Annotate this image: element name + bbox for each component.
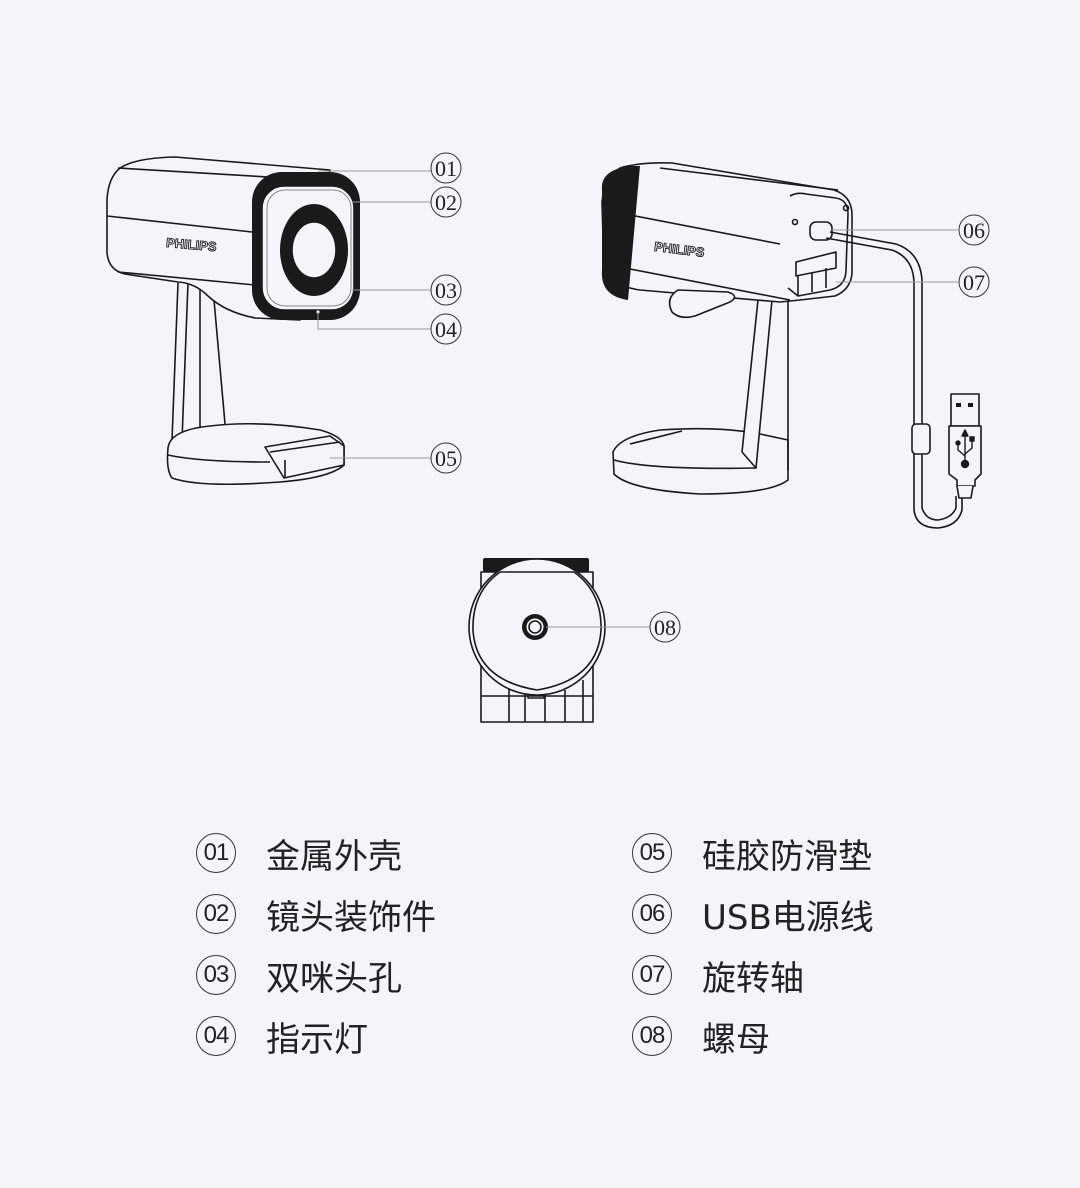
rear-base [612, 427, 789, 495]
rear-brand-mark: PHILIPS [653, 239, 705, 260]
front-leader-lines [317, 170, 432, 459]
usb-cable [825, 231, 963, 529]
callout-02: 02 [430, 186, 462, 218]
callout-02-label: 02 [435, 190, 457, 215]
usb-symbol-icon [955, 429, 975, 469]
tripod-nut [522, 614, 548, 640]
callout-08-label: 08 [654, 615, 676, 640]
rear-housing: PHILIPS [601, 162, 853, 319]
legend-label: 旋转轴 [702, 958, 804, 999]
callout-01-label: 01 [435, 156, 457, 181]
callout-07: 07 [958, 266, 990, 298]
legend-number: 08 [632, 1016, 672, 1056]
legend-item: 01 金属外壳 [196, 828, 402, 878]
usb-port [809, 221, 833, 241]
legend-item: 07 旋转轴 [632, 950, 804, 1000]
legend-number: 01 [196, 833, 236, 873]
legend-label: 双咪头孔 [266, 958, 402, 999]
callout-01: 01 [430, 152, 462, 184]
legend-item: 06 USB电源线 [632, 889, 874, 939]
callout-04-label: 04 [435, 317, 457, 342]
callout-04: 04 [430, 313, 462, 345]
front-brand-mark: PHILIPS [165, 235, 217, 254]
legend-label: 镜头装饰件 [266, 897, 436, 938]
legend-label: 指示灯 [266, 1019, 368, 1060]
legend-number: 06 [632, 894, 672, 934]
bottom-view-webcam [468, 558, 606, 723]
front-base [166, 422, 345, 486]
callout-03-label: 03 [435, 278, 457, 303]
front-lens [291, 221, 337, 279]
cable-ferrite [911, 423, 931, 455]
legend-item: 03 双咪头孔 [196, 950, 402, 1000]
callout-03: 03 [430, 274, 462, 306]
front-view-webcam: PHILIPS [106, 156, 360, 486]
legend-item: 02 镜头装饰件 [196, 889, 436, 939]
legend-number: 05 [632, 833, 672, 873]
legend-number: 04 [196, 1016, 236, 1056]
rear-view-webcam: PHILIPS [601, 162, 982, 529]
callout-08: 08 [649, 611, 681, 643]
usb-plug [948, 393, 982, 499]
callout-05-label: 05 [435, 446, 457, 471]
rear-side-slot [668, 289, 736, 319]
front-stand-pole [171, 282, 227, 441]
callout-06: 06 [958, 214, 990, 246]
legend-number: 03 [196, 955, 236, 995]
legend-number: 02 [196, 894, 236, 934]
rotation-hinge [795, 251, 837, 296]
legend-label: USB电源线 [702, 897, 874, 938]
legend-label: 硅胶防滑垫 [702, 836, 872, 877]
callout-06-label: 06 [963, 218, 985, 243]
legend-label: 金属外壳 [266, 836, 402, 877]
callout-bubbles: 01 02 03 04 05 06 07 08 [430, 152, 990, 643]
legend-item: 08 螺母 [632, 1011, 770, 1061]
callout-05: 05 [430, 442, 462, 474]
callout-07-label: 07 [963, 270, 985, 295]
product-diagram: PHILIPS [106, 152, 990, 723]
rear-leader-lines [832, 229, 958, 283]
legend-item: 04 指示灯 [196, 1011, 368, 1061]
legend-label: 螺母 [702, 1019, 770, 1060]
legend-item: 05 硅胶防滑垫 [632, 828, 872, 878]
front-lens-bezel [252, 172, 360, 320]
legend-number: 07 [632, 955, 672, 995]
